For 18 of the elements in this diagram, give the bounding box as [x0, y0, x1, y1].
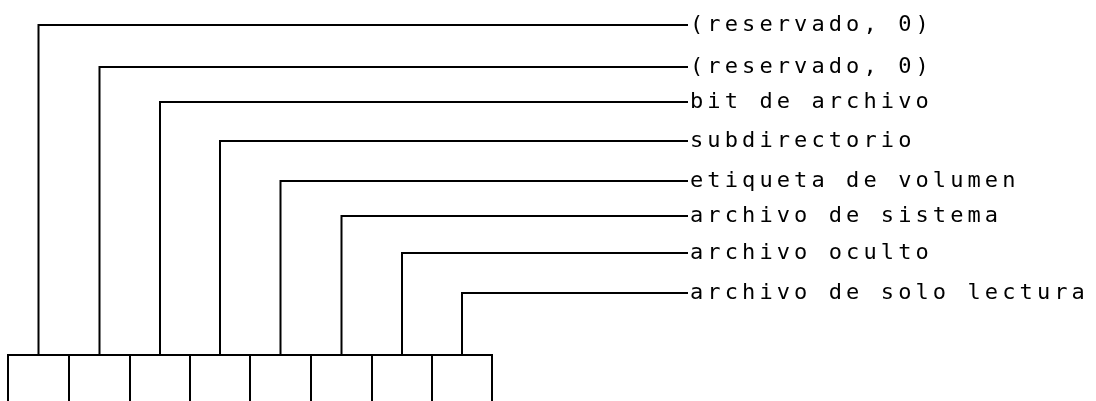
bit-label: bit de archivo	[690, 88, 933, 114]
bit-cell	[431, 354, 493, 401]
bit-label: etiqueta de volumen	[690, 167, 1020, 193]
leader-line	[37, 24, 689, 355]
leader-line	[98, 66, 689, 355]
bit-cell	[7, 354, 70, 401]
bit-label: archivo de solo lectura	[690, 279, 1089, 305]
leader-line	[159, 101, 689, 355]
leader-line	[219, 140, 689, 355]
leader-line	[279, 180, 689, 355]
bit-label: (reservado, 0)	[690, 11, 933, 37]
leader-line	[401, 252, 689, 355]
bit-label: archivo de sistema	[690, 202, 1003, 228]
leader-line	[340, 215, 689, 355]
bit-label: (reservado, 0)	[690, 53, 933, 79]
leader-line	[461, 292, 689, 355]
bit-label: subdirectorio	[690, 127, 916, 153]
bit-label: archivo oculto	[690, 239, 933, 265]
